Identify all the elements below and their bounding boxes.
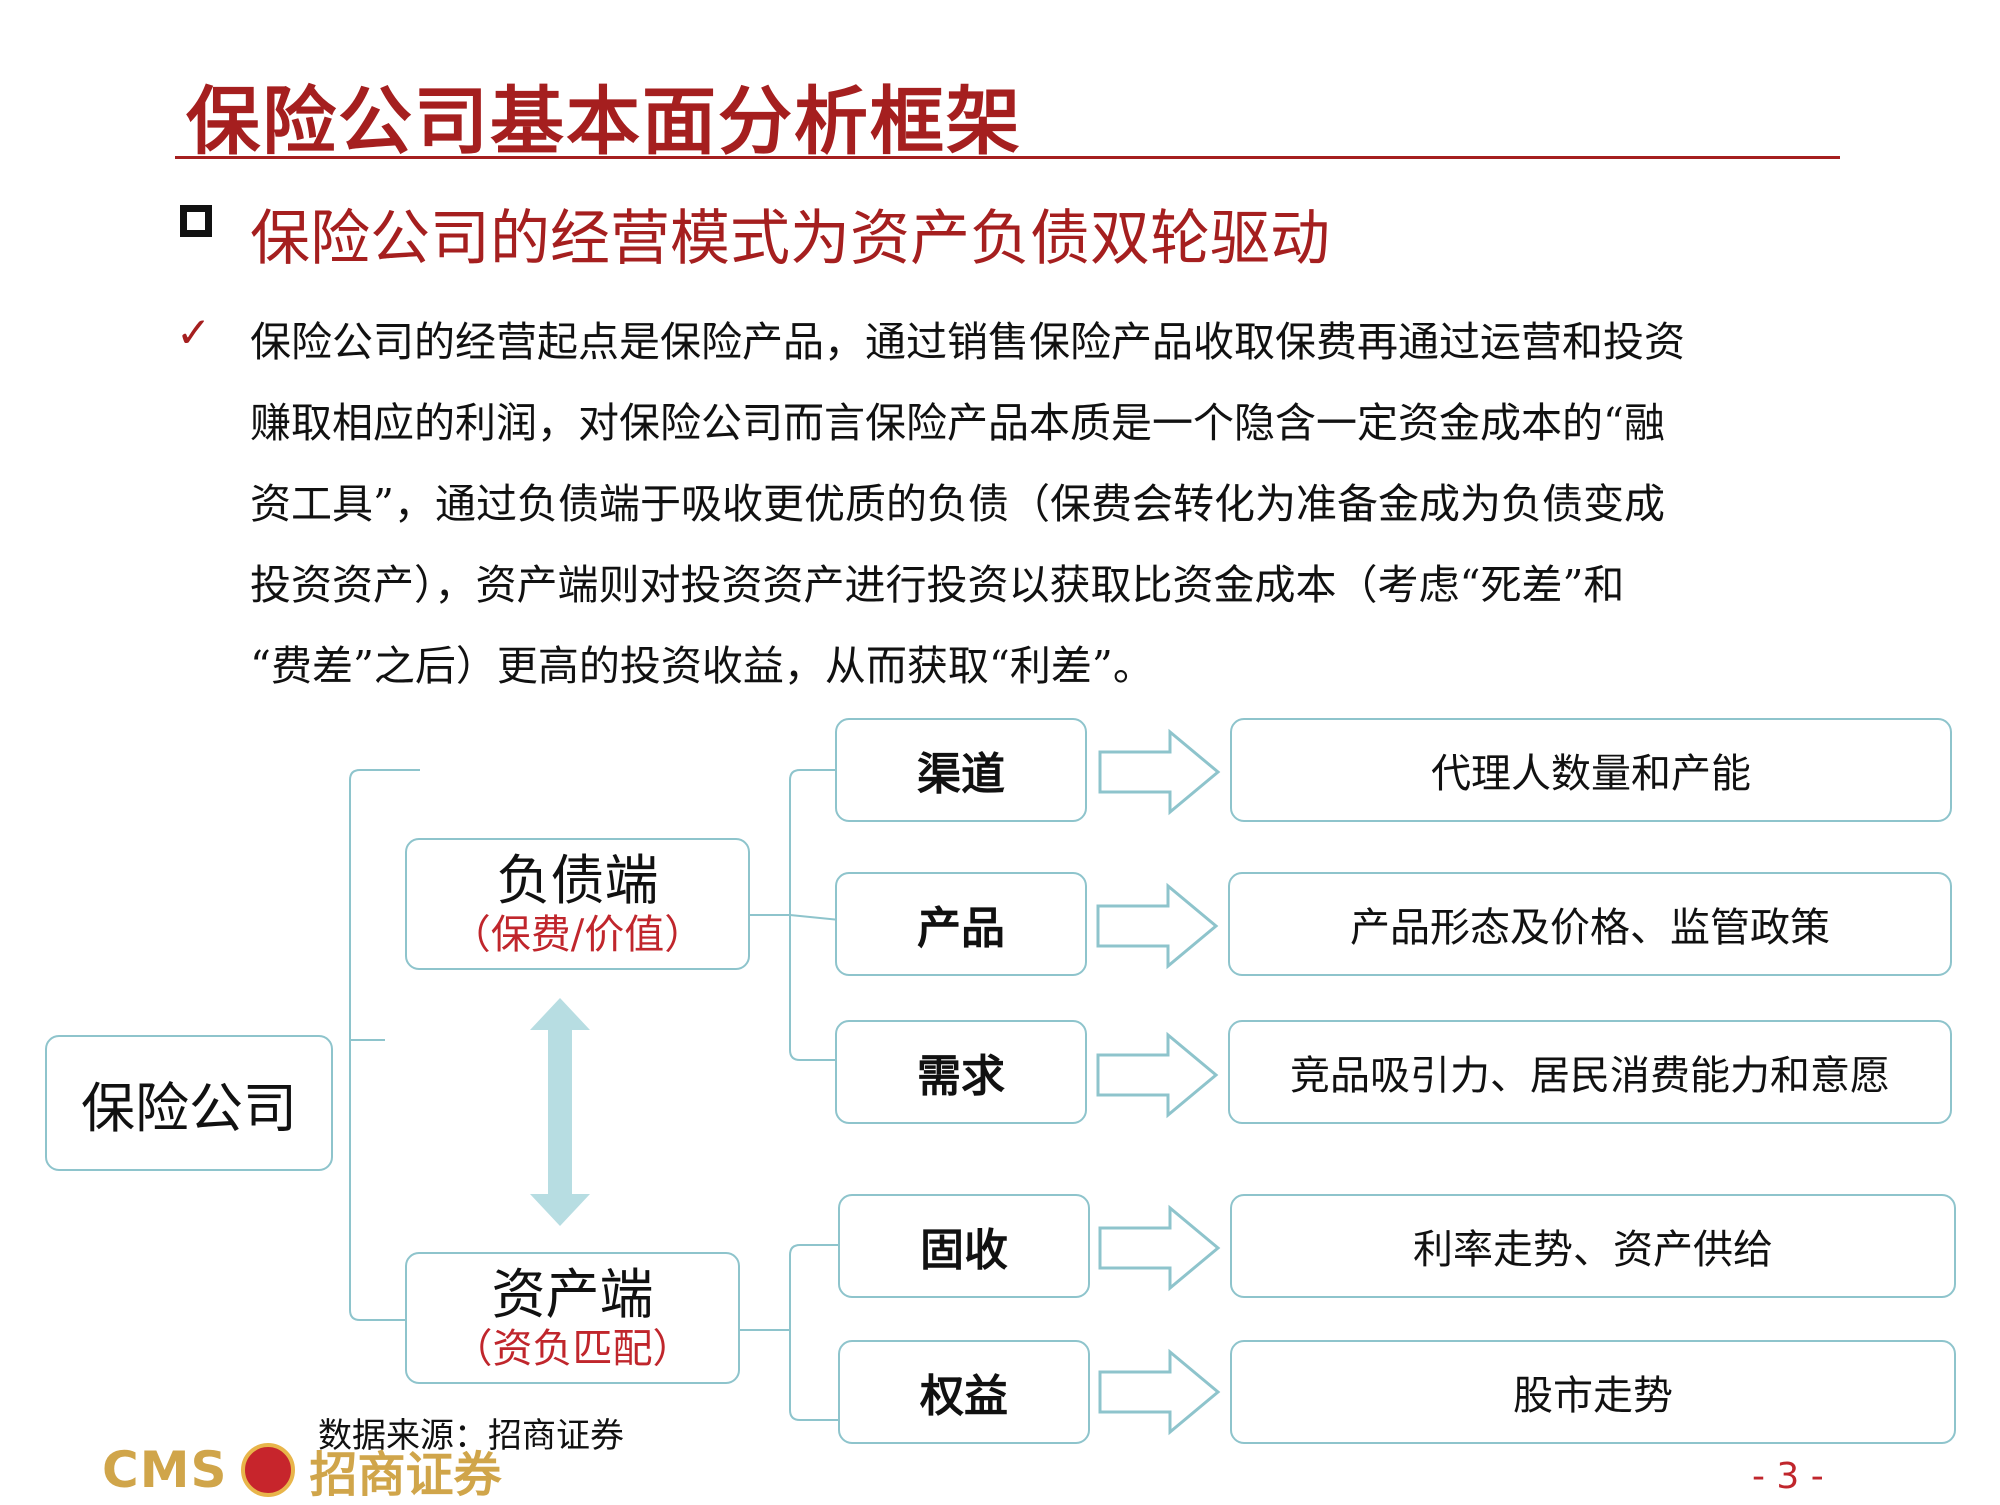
liability-sublabel: （保费/价值） [450,912,705,959]
logo-mark-icon [241,1443,296,1497]
section-subtitle: 保险公司的经营模式为资产负债双轮驱动 [250,204,1330,274]
item-label: 权益 [920,1371,1008,1422]
liability-item-channel: 渠道 [835,718,1087,822]
paragraph-line: 资工具”，通过负债端于吸收更优质的负债（保费会转化为准备金成为负债变成 [250,480,1665,528]
root-label: 保险公司 [81,1076,297,1140]
right-arrow-icon [1096,1031,1219,1119]
page-title: 保险公司基本面分析框架 [186,79,1022,165]
desc-equity: 股市走势 [1230,1340,1956,1444]
root-node: 保险公司 [45,1035,333,1171]
desc-channel: 代理人数量和产能 [1230,718,1952,822]
body-paragraph: 保险公司的经营起点是保险产品，通过销售保险产品收取保费再通过运营和投资 赚取相应… [250,302,1830,707]
item-label: 产品 [917,903,1005,954]
paragraph-line: 赚取相应的利润，对保险公司而言保险产品本质是一个隐含一定资金成本的“融 [250,399,1665,447]
page-number: - 3 - [1752,1456,1824,1497]
asset-item-fixed-income: 固收 [838,1194,1090,1298]
right-arrow-icon [1098,1348,1221,1436]
double-arrow-icon [530,998,590,1226]
asset-sublabel: （资负匹配） [452,1326,693,1373]
paragraph-line: 投资资产），资产端则对投资资产进行投资以获取比资金成本（考虑“死差”和 [250,561,1625,609]
item-label: 固收 [920,1225,1008,1276]
liability-node: 负债端 （保费/价值） [405,838,750,970]
liability-label: 负债端 [496,848,659,912]
desc-text: 竞品吸引力、居民消费能力和意愿 [1290,1053,1890,1099]
right-arrow-icon [1098,1204,1221,1292]
liability-item-demand: 需求 [835,1020,1087,1124]
title-divider [175,156,1840,159]
company-logo: CMS 招商证券 [102,1441,501,1503]
check-icon: ✓ [176,308,212,357]
asset-bracket [740,1244,840,1421]
liability-item-product: 产品 [835,872,1087,976]
asset-item-equity: 权益 [838,1340,1090,1444]
logo-cms-text: CMS [102,1441,228,1499]
item-label: 需求 [917,1051,1005,1102]
desc-text: 代理人数量和产能 [1431,751,1751,797]
root-bracket [349,769,420,1321]
desc-text: 利率走势、资产供给 [1413,1227,1773,1273]
data-source: 数据来源：招商证券 [318,1416,624,1456]
right-arrow-icon [1096,882,1219,970]
square-bullet-icon [180,205,212,237]
paragraph-line: 保险公司的经营起点是保险产品，通过销售保险产品收取保费再通过运营和投资 [250,318,1685,366]
desc-fixed-income: 利率走势、资产供给 [1230,1194,1956,1298]
right-arrow-icon [1098,728,1221,816]
logo-cn-text: 招商证券 [309,1447,502,1503]
paragraph-line: “费差”之后）更高的投资收益，从而获取“利差”。 [250,642,1154,690]
desc-text: 产品形态及价格、监管政策 [1350,905,1830,951]
liability-bracket [750,769,841,1061]
desc-demand: 竞品吸引力、居民消费能力和意愿 [1228,1020,1952,1124]
desc-product: 产品形态及价格、监管政策 [1228,872,1952,976]
desc-text: 股市走势 [1513,1373,1673,1419]
asset-label: 资产端 [491,1262,654,1326]
asset-node: 资产端 （资负匹配） [405,1252,740,1384]
item-label: 渠道 [917,749,1005,800]
